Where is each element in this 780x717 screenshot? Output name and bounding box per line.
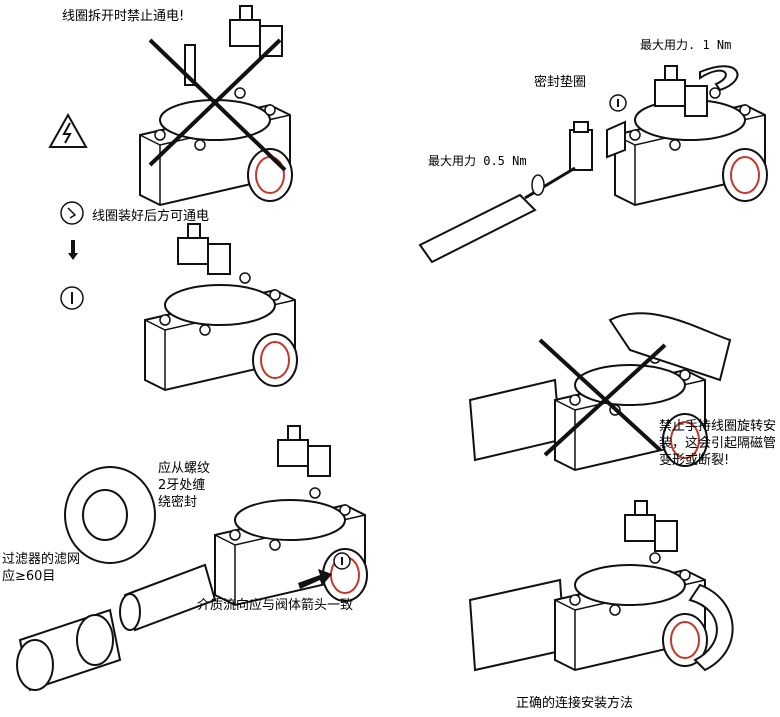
cross-mark-2 (538, 338, 667, 457)
seal-gasket-drawing (606, 120, 626, 159)
tape-roll-drawing (64, 466, 156, 564)
filter-fitting-drawing (16, 608, 122, 692)
coil-drawing (177, 223, 231, 275)
label-flow-direction: 介质流向应与阀体箭头一致 (197, 598, 354, 613)
info-icon (609, 94, 627, 112)
cross-mark (148, 38, 287, 172)
screwdriver-icon (418, 166, 576, 264)
power-hazard-icon (48, 112, 88, 148)
rotate-arrow-icon (699, 65, 739, 92)
pipe-nipple-drawing (119, 563, 217, 632)
pipe-left-2 (468, 578, 567, 672)
info-icon-2 (333, 552, 351, 570)
down-arrow-icon (68, 240, 78, 260)
valve-correct-drawing (554, 552, 708, 671)
power-off-symbol-icon (60, 201, 84, 225)
label-no-power-removed: 线圈拆开时禁止通电! (62, 9, 185, 24)
label-seal-gasket: 密封垫圈 (534, 75, 587, 90)
pipe-left (468, 378, 562, 462)
label-filter-mesh: 过滤器的滤网应≥60目 (2, 552, 81, 584)
label-seal-thread: 应从螺纹2牙处缠绕密封 (158, 461, 211, 510)
flow-arrow-icon (298, 569, 332, 589)
label-correct-method: 正确的连接安装方法 (516, 696, 634, 711)
label-max-torque-05: 最大用力 0.5 Nm (428, 154, 527, 168)
valve-with-coil-drawing (144, 272, 298, 391)
label-no-coil-hold: 禁止手持线圈旋转安装，这会引起隔磁管变形或断裂! (659, 419, 777, 468)
power-on-symbol-icon (60, 286, 84, 310)
coil-drawing-inlet (277, 425, 331, 477)
nut-drawing (569, 121, 593, 171)
valve-no-coil-drawing (139, 44, 293, 206)
coil-drawing-correct (624, 500, 678, 552)
label-max-torque-1: 最大用力. 1 Nm (640, 38, 732, 52)
valve-inlet-drawing (214, 487, 368, 606)
removed-coil-drawing (229, 5, 283, 57)
label-power-after-coil: 线圈装好后方可通电 (92, 209, 210, 224)
hand-drawing (608, 312, 732, 382)
wrench-icon (688, 583, 734, 672)
